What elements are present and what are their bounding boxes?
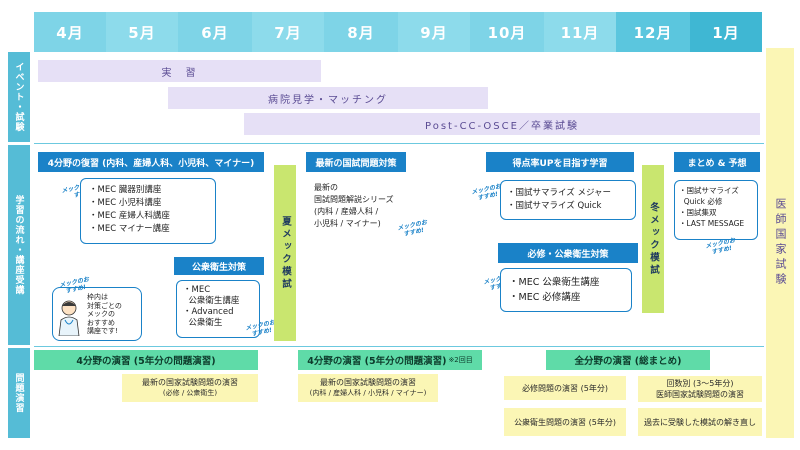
practice-all-fields: 全分野の演習 (総まとめ) xyxy=(546,350,710,370)
list-item: ・LAST MESSAGE xyxy=(679,219,745,228)
list-item: ・国試サマライズ Quick xyxy=(507,201,602,211)
practice-4fields-2: 4分野の演習 (5年分の問題演習)※2回目 xyxy=(298,350,482,370)
event-byoin: 病院見学・マッチング xyxy=(168,87,488,109)
winter-mock: 冬メック模試 xyxy=(642,165,664,313)
review-header: 4分野の復習 (内科、産婦人科、小児科、マイナー) xyxy=(38,152,264,172)
month-9: 9月 xyxy=(398,12,470,52)
practice-kaisu: 回数別 (3～5年分) 医師国家試験問題の演習 xyxy=(638,376,762,402)
separator-bottom xyxy=(34,346,764,347)
month-11: 11月 xyxy=(544,12,616,52)
month-4: 4月 xyxy=(34,12,106,52)
latest-text: 最新の 国試問題解説シリーズ (内科 / 産婦人科 / 小児科 / マイナー) xyxy=(314,183,394,228)
koshu-header: 公衆衛生対策 xyxy=(174,257,264,275)
month-1: 1月 xyxy=(690,12,762,52)
score-box: ・国試サマライズ メジャー ・国試サマライズ Quick xyxy=(500,180,636,220)
practice-latest-1: 最新の国家試験問題の演習 (必修 / 公衆衛生) xyxy=(122,374,258,402)
list-item: ・国試集双 xyxy=(679,208,717,217)
month-10: 10月 xyxy=(470,12,544,52)
list-item: ・国試サマライズ xyxy=(679,186,739,195)
practice-hissu: 必修問題の演習 (5年分) xyxy=(504,376,626,400)
month-6: 6月 xyxy=(178,12,252,52)
list-item: ・MEC 小児科講座 xyxy=(89,198,162,208)
list-item: ・MEC マイナー講座 xyxy=(89,224,170,234)
practice-latest-2: 最新の国家試験問題の演習 (内科 / 産婦人科 / 小児科 / マイナー) xyxy=(298,374,438,402)
list-item: ・MEC 臓器別講座 xyxy=(89,185,162,195)
hissu-header: 必修・公衆衛生対策 xyxy=(498,243,638,263)
month-12: 12月 xyxy=(616,12,690,52)
month-7: 7月 xyxy=(252,12,324,52)
latest-header: 最新の国試問題対策 xyxy=(306,152,406,172)
month-8: 8月 xyxy=(324,12,398,52)
doctor-avatar xyxy=(56,298,82,337)
side-label-practice: 問題演習 xyxy=(8,348,30,438)
practice-koshu: 公衆衛生問題の演習 (5年分) xyxy=(504,408,626,436)
list-item: 公衆衛生 xyxy=(183,318,223,328)
list-item: ・MEC 産婦人科講座 xyxy=(89,211,170,221)
practice-4fields-1: 4分野の演習 (5年分の問題演習) xyxy=(34,350,258,370)
list-item: 公衆衛生講座 xyxy=(183,296,240,306)
review-box: ・MEC 臓器別講座 ・MEC 小児科講座 ・MEC 産婦人科講座 ・MEC マ… xyxy=(80,178,216,244)
matome-box: ・国試サマライズ Quick 必修 ・国試集双 ・LAST MESSAGE xyxy=(674,180,758,240)
event-jisshu: 実 習 xyxy=(38,60,321,82)
summer-mock: 夏メック模試 xyxy=(274,165,296,341)
practice-kako: 過去に受験した模試の解き直し xyxy=(638,408,762,436)
koshu-box: ・MEC 公衆衛生講座 ・Advanced 公衆衛生 xyxy=(176,280,260,338)
hissu-box: ・MEC 公衆衛生講座 ・MEC 必修講座 xyxy=(500,268,632,312)
list-item: ・国試サマライズ メジャー xyxy=(507,188,612,198)
recommend-bubble: 枠内は 対策ごとの メックの おすすめ 講座です! xyxy=(52,287,142,341)
list-item: ・Advanced xyxy=(183,307,234,317)
national-exam-column: 医師国家試験 xyxy=(766,48,794,438)
month-5: 5月 xyxy=(106,12,178,52)
score-header: 得点率UPを目指す学習 xyxy=(486,152,634,172)
list-item: ・MEC 必修講座 xyxy=(509,292,581,303)
month-header: 4月 5月 6月 7月 8月 9月 10月 11月 12月 1月 xyxy=(34,12,796,52)
recommend-badge: メックのおすすめ! xyxy=(396,219,428,239)
matome-header: まとめ & 予想 xyxy=(674,152,760,172)
bubble-text: 枠内は 対策ごとの メックの おすすめ 講座です! xyxy=(87,293,122,335)
list-item: ・MEC 公衆衛生講座 xyxy=(509,277,600,288)
list-item: Quick 必修 xyxy=(679,197,723,206)
list-item: ・MEC xyxy=(183,285,211,295)
side-label-events: イベント・試験 xyxy=(8,52,30,142)
separator-top xyxy=(34,143,764,144)
side-label-learning: 学習の流れ・講座受講 xyxy=(8,145,30,345)
event-osce: Post-CC-OSCE／卒業試験 xyxy=(244,113,760,135)
